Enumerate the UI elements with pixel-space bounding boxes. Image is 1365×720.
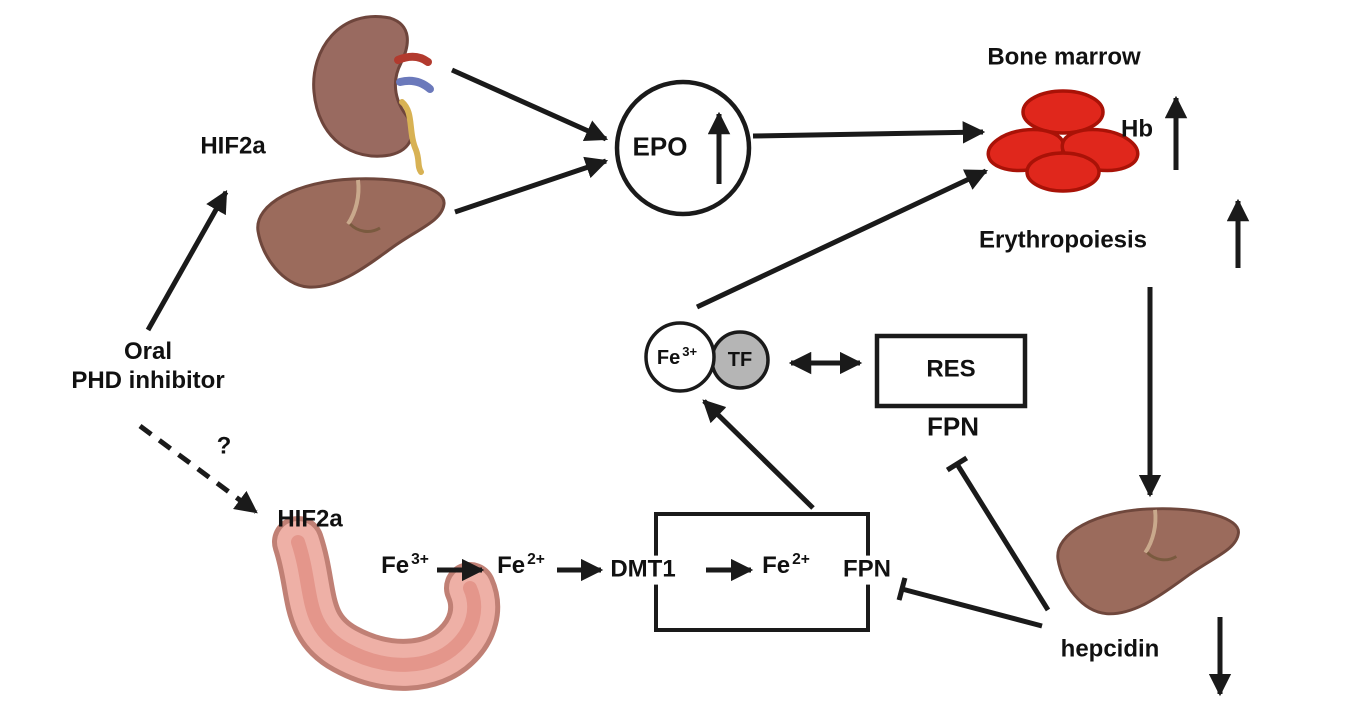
transferrin-label: TF [727,349,753,371]
res-box [874,333,1028,409]
epo-label: EPO [632,131,688,162]
red-blood-cells-icon [986,89,1140,193]
arrow-epo-to-bone-marrow [752,121,986,144]
oral-phd-inhibitor-label: Oral PHD inhibitor [71,338,225,394]
hb-label: Hb [1121,115,1153,143]
liver-icon-top [255,176,447,290]
bone-marrow-label: Bone marrow [987,43,1141,71]
intestine-icon [272,516,501,691]
tbar-hepcidin-to-enterocyte-fpn [896,577,1043,629]
hif2a-top-label: HIF2a [200,132,266,160]
renal-vein-icon [396,76,434,93]
fpn-enterocyte-label: FPN [839,555,895,585]
dashed-arrow-phd-to-hif2a [138,423,258,515]
fe3-circle [644,321,716,393]
arrow-phd-to-hif2a [145,190,229,332]
arrow-kidney-to-epo [450,67,609,142]
hif2a-bottom-label: HIF2a [277,505,343,533]
erythropoiesis-label: Erythropoiesis [978,226,1148,254]
renal-artery-icon [394,52,432,66]
fpn-res-label: FPN [927,411,979,442]
hepcidin-label: hepcidin [1060,635,1160,663]
liver-icon-bottom [1055,506,1241,616]
tbar-hepcidin-to-res-fpn [945,455,1051,612]
dmt1-label: DMT1 [606,555,680,585]
arrow-tf-to-bone-marrow [695,168,989,310]
res-label: RES [926,355,976,383]
question-mark-label: ? [216,432,232,460]
arrow-enterocyte-to-tf [702,399,815,510]
arrow-liver-to-epo [454,156,609,215]
ureter-icon [399,99,424,175]
kidney-icon [312,15,434,175]
